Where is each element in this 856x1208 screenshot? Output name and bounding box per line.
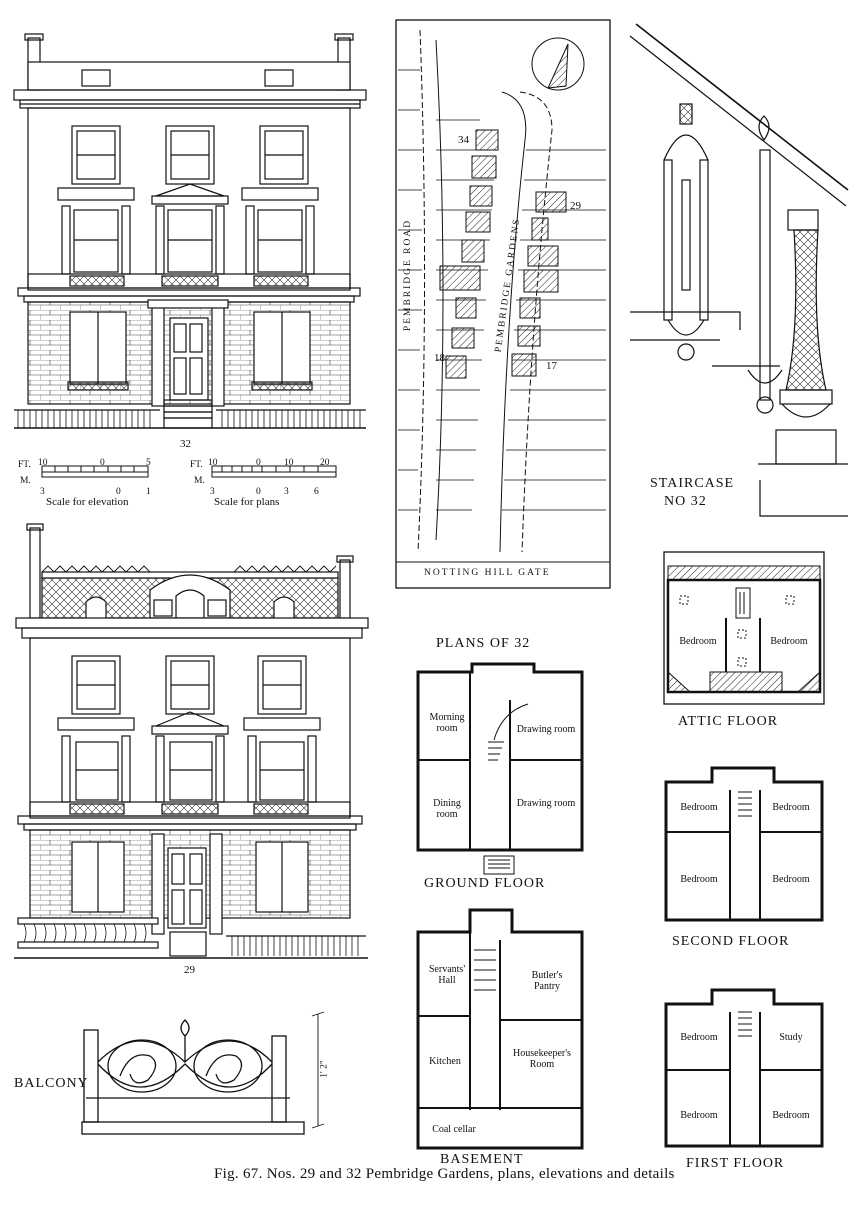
house-number: 34 (458, 134, 469, 146)
scale-elev-ft-tick: 5 (146, 458, 151, 468)
room-label: Coal cellar (432, 1124, 476, 1135)
first-floor-label: FIRST FLOOR (686, 1156, 785, 1171)
scale-plans-ft-label: FT. (190, 460, 203, 470)
elevation-32-label: 32 (180, 438, 191, 450)
scale-plans-ft-tick: 10 (208, 458, 218, 468)
scale-elev-ft-tick: 10 (38, 458, 48, 468)
room-label: Morning room (429, 712, 465, 734)
staircase-detail (629, 23, 849, 517)
balcony-dimension: 1' 2" (319, 1060, 330, 1078)
scale-elev-m-tick: 3 (40, 487, 45, 497)
basement-plan (416, 908, 584, 1150)
scale-elev-m-label: M. (20, 476, 31, 486)
scale-bars (41, 465, 337, 478)
attic-floor-plan (663, 551, 825, 705)
ground-floor-plan (416, 662, 584, 875)
plans-heading: PLANS OF 32 (436, 636, 531, 651)
second-floor-plan (664, 766, 824, 922)
room-label: Study (779, 1032, 803, 1043)
scale-plans-m-tick: 0 (256, 487, 261, 497)
room-label: Servants' Hall (428, 964, 466, 986)
road-label-notting-hill-gate: NOTTING HILL GATE (424, 568, 551, 578)
elevation-32 (13, 33, 367, 429)
room-label: Bedroom (680, 1032, 718, 1043)
scale-plans-ft-tick: 20 (320, 458, 330, 468)
room-label: Bedroom (772, 874, 810, 885)
room-label: Butler's Pantry (531, 970, 563, 992)
scale-plans-caption: Scale for plans (214, 496, 280, 508)
room-label: Bedroom (680, 802, 718, 813)
elevation-29-label: 29 (184, 964, 195, 976)
room-label: Bedroom (680, 1110, 718, 1121)
room-label: Dining room (433, 798, 461, 820)
attic-floor-label: ATTIC FLOOR (678, 714, 779, 729)
balcony-detail (81, 1011, 325, 1135)
balcony-label: BALCONY (14, 1076, 89, 1091)
scale-plans-ft-tick: 10 (284, 458, 294, 468)
room-label: Bedroom (770, 636, 808, 647)
room-label: Drawing room (516, 724, 576, 735)
basement-label: BASEMENT (440, 1152, 524, 1167)
first-floor-plan (664, 988, 824, 1148)
second-floor-label: SECOND FLOOR (672, 934, 790, 949)
staircase-label: NO 32 (664, 494, 707, 509)
room-label: Kitchen (429, 1056, 461, 1067)
scale-elev-m-tick: 1 (146, 487, 151, 497)
house-number: 18 (434, 352, 445, 364)
scale-plans-m-tick: 3 (210, 487, 215, 497)
ground-floor-label: GROUND FLOOR (424, 876, 546, 891)
house-number: 17 (546, 360, 557, 372)
room-label: Bedroom (679, 636, 717, 647)
scale-plans-m-label: M. (194, 476, 205, 486)
staircase-label: STAIRCASE (650, 476, 735, 491)
scale-elev-caption: Scale for elevation (46, 496, 129, 508)
room-label: Drawing room (516, 798, 576, 809)
elevation-29 (14, 523, 369, 959)
site-plan (395, 19, 611, 589)
room-label: Bedroom (772, 1110, 810, 1121)
scale-elev-ft-label: FT. (18, 460, 31, 470)
scale-plans-ft-tick: 0 (256, 458, 261, 468)
road-label-pembridge-road: PEMBRIDGE ROAD (403, 218, 414, 332)
scale-plans-m-tick: 3 (284, 487, 289, 497)
figure-caption: Fig. 67. Nos. 29 and 32 Pembridge Garden… (214, 1166, 675, 1182)
room-label: Bedroom (772, 802, 810, 813)
house-number: 29 (570, 200, 581, 212)
room-label: Housekeeper's Room (513, 1048, 571, 1070)
room-label: Bedroom (680, 874, 718, 885)
scale-elev-ft-tick: 0 (100, 458, 105, 468)
scale-plans-m-tick: 6 (314, 487, 319, 497)
scale-elev-m-tick: 0 (116, 487, 121, 497)
